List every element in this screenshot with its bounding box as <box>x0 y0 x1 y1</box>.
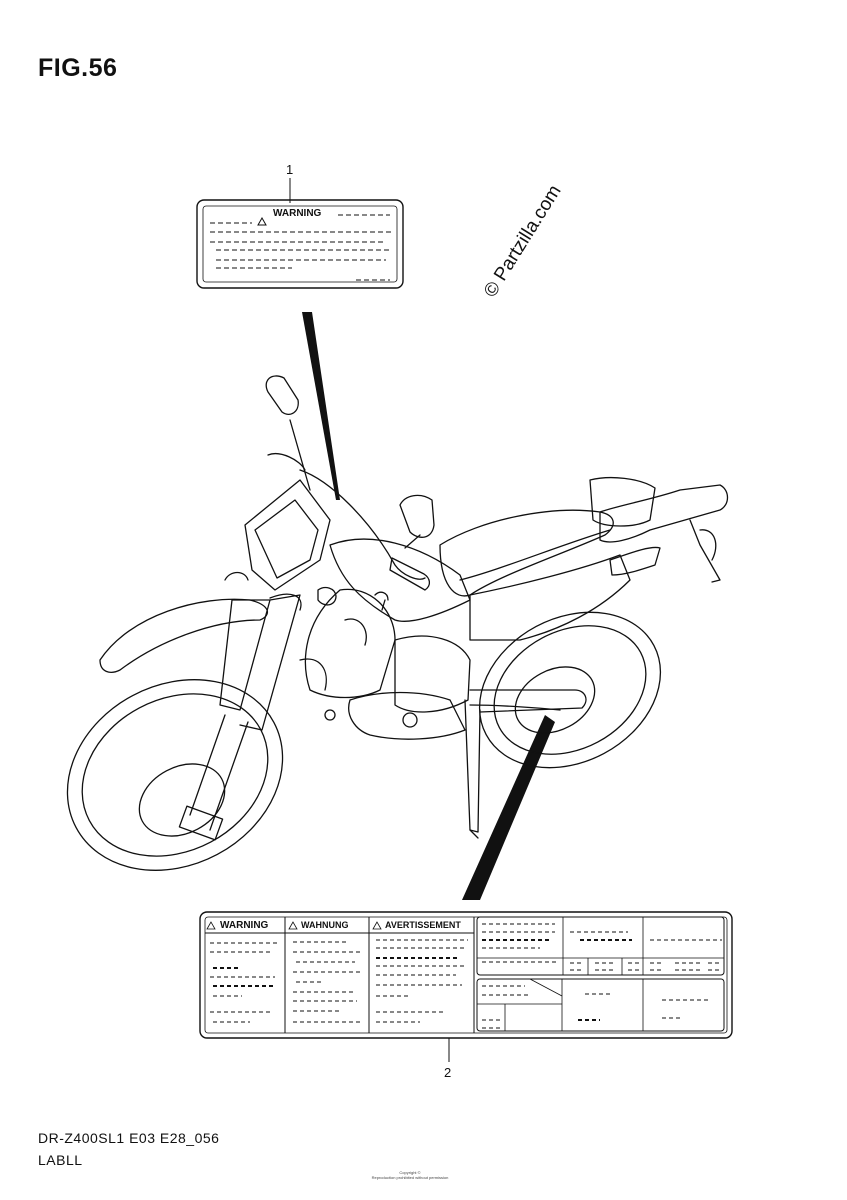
label-2-pointer <box>462 715 555 900</box>
model-code: DR-Z400SL1 E03 E28_056 <box>38 1130 220 1146</box>
warning-triangle-icon <box>257 216 267 226</box>
copyright-line: Reproduction prohibited without permissi… <box>371 1175 449 1180</box>
warning-label-1 <box>196 199 404 289</box>
motorcycle-illustration <box>66 375 729 871</box>
label-1-pointer <box>302 312 340 500</box>
label-2-heading-english: WARNING <box>220 920 269 931</box>
label-1-heading: WARNING <box>273 208 322 219</box>
warning-label-2 <box>199 911 733 1039</box>
copyright-line: Copyright © <box>399 1170 421 1175</box>
section-name: LABLL <box>38 1152 83 1168</box>
figure-title: FIG.56 <box>38 54 118 82</box>
copyright-notice: Copyright © Reproduction prohibited with… <box>340 1170 480 1180</box>
callout-1[interactable]: 1 <box>286 162 294 177</box>
label-2-heading-german: WAHNUNG <box>301 920 349 930</box>
label-2-heading-french: AVERTISSEMENT <box>385 920 461 930</box>
callout-2[interactable]: 2 <box>444 1065 452 1080</box>
